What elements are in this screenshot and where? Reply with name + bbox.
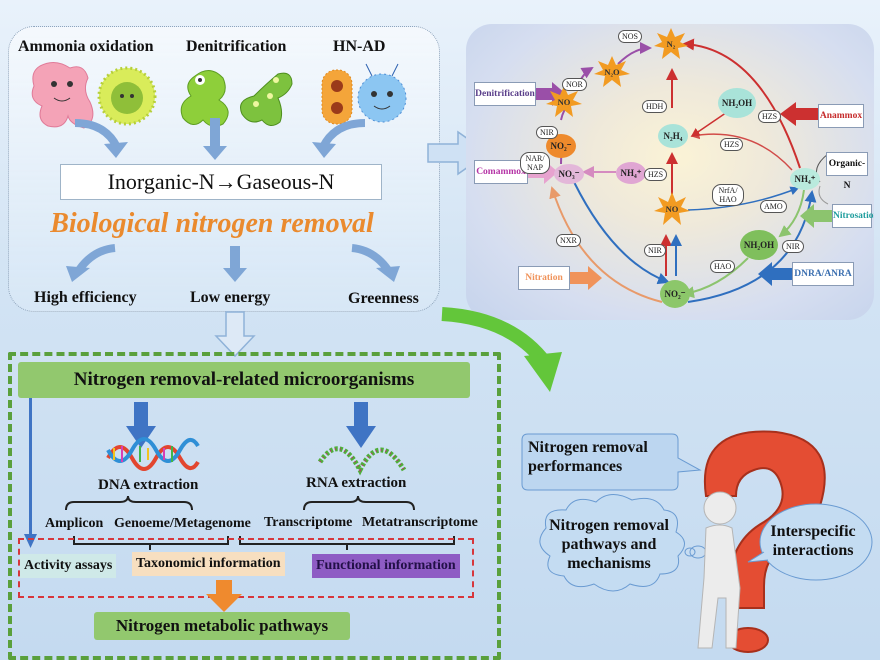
nh4-comammox-node: NH₄⁺ <box>616 162 646 184</box>
anammox-process-box: Anammox <box>818 104 864 128</box>
microorganisms-header: Nitrogen removal-related microorganisms <box>18 362 470 398</box>
thinking-person-icon <box>697 491 741 649</box>
technique-metatranscriptome: Metatranscriptome <box>362 515 478 530</box>
blue-microbe-icon <box>357 63 407 123</box>
green-curved-arrow <box>441 307 562 392</box>
nh2oh-nitrosation-node: NH₂OH <box>740 230 778 260</box>
technique-transcriptome: Transcriptome <box>264 515 353 530</box>
conversion-box: Inorganic-N→Gaseous-N <box>60 164 382 200</box>
orange-down-arrow <box>206 580 242 612</box>
dnra-arrow <box>758 262 792 286</box>
left-curved-arrow <box>74 119 121 149</box>
n2h4-node: N₂H₄ <box>658 124 688 148</box>
enzyme-nir-dnra: NIR <box>782 240 804 253</box>
no-label: NO <box>557 97 571 107</box>
technique-amplicon: Amplicon <box>45 516 104 531</box>
center-down-arrow <box>210 118 220 148</box>
no-center-label: NO <box>665 204 679 214</box>
n2-label: N₂ <box>666 39 676 49</box>
speech-bubble-performances <box>521 433 702 491</box>
interactions-text: Interspecific interactions <box>770 523 856 559</box>
bnr-title: Biological nitrogen removal <box>50 208 374 239</box>
methods-dashed-frame <box>8 352 501 660</box>
no-center-burst: NO <box>654 192 690 226</box>
technique-metagenome: Genoeme/Metagenome <box>114 516 251 531</box>
enzyme-hao: HAO <box>710 260 736 273</box>
activity-assays-box: Activity assays <box>20 554 117 578</box>
taxonomic-info-box: Taxonomicl information <box>132 552 285 576</box>
dnra-anra-process-box: DNRA/ANRA <box>792 262 854 286</box>
enzyme-nar-nap: NAR/ NAP <box>520 152 550 174</box>
enzyme-nos: NOS <box>618 30 643 43</box>
comammox-process-box: Comammox <box>474 160 528 184</box>
nh4-central-node: NH₄⁺ <box>790 168 820 190</box>
information-dashed-frame <box>18 538 474 598</box>
enzyme-nrfa-hao: NrfA/ HAO <box>712 184 744 206</box>
speech-ellipse-interactions <box>759 503 873 581</box>
benefit-greenness: Greenness <box>348 290 419 307</box>
denitrification-label: Denitrification <box>186 38 287 55</box>
n2o-label: N₂O <box>604 67 620 77</box>
down-hollow-arrow <box>214 311 256 358</box>
thought-cloud-pathways <box>539 494 685 592</box>
nh2oh-anammox-node: NH₂OH <box>718 88 756 118</box>
n2-burst: N₂ <box>654 28 688 60</box>
microbe-illustrations <box>31 62 407 129</box>
yellow-microbe-icon <box>97 66 157 126</box>
enzyme-hdh: HDH <box>642 100 668 113</box>
enzyme-nir-denitrification: NIR <box>536 126 558 139</box>
enzyme-hzs-center: HZS <box>644 168 668 181</box>
question-illustration <box>521 430 873 653</box>
dna-helix-icon <box>106 402 200 471</box>
orange-microbe-icon <box>321 69 353 125</box>
no2-central-node: NO₂⁻ <box>660 280 690 308</box>
metabolic-pathways-box: Nitrogen metabolic pathways <box>94 612 350 640</box>
dna-extraction-label: DNA extraction <box>98 477 199 493</box>
nitrosation-arrow <box>800 204 832 228</box>
hn-ad-label: HN-AD <box>333 38 386 55</box>
nitration-process-box: Nitration <box>518 266 570 290</box>
enzyme-nor: NOR <box>562 78 587 91</box>
enzyme-hzs-top: HZS <box>758 110 782 123</box>
enzyme-nxr: NXR <box>556 234 581 247</box>
n2o-burst: N₂O <box>594 56 630 88</box>
benefit-high-efficiency: High efficiency <box>34 289 137 306</box>
convergence-arrows <box>74 118 366 160</box>
pink-microbe-icon <box>31 62 94 129</box>
no-denitrification-burst: NO <box>546 86 582 118</box>
green-microbe-icon <box>180 70 229 127</box>
activity-arrow <box>24 398 37 548</box>
green-branched-microbe-icon <box>240 72 293 126</box>
pathways-mechanisms-text: Nitrogen removal pathways and mechanisms <box>549 517 669 572</box>
rna-strand-icon <box>317 402 407 476</box>
nitration-arrow <box>568 266 602 290</box>
right-curved-arrow <box>319 119 366 149</box>
no3-node: NO₃⁻ <box>554 164 584 184</box>
benefit-arrows <box>66 244 400 282</box>
enzyme-nir-center: NIR <box>644 244 666 257</box>
performances-text: Nitrogen removal performances <box>528 439 648 475</box>
nitrosation-process-box: Nitrosation <box>832 204 874 228</box>
organic-n-box: Organic-N <box>826 152 868 191</box>
functional-info-box: Functional information <box>312 554 460 578</box>
rna-extraction-label: RNA extraction <box>306 475 407 491</box>
ammonia-oxidation-label: Ammonia oxidation <box>18 38 154 55</box>
enzyme-amo: AMO <box>760 200 787 213</box>
benefit-low-energy: Low energy <box>190 289 271 306</box>
enzyme-hzs-mid: HZS <box>720 138 744 151</box>
nitrogen-cycle-panel: Denitrification Anammox Comammox Organic… <box>466 24 874 320</box>
technique-braces <box>65 495 455 550</box>
anammox-arrow <box>780 102 818 126</box>
denitrification-process-box: Denitrification <box>474 82 536 106</box>
